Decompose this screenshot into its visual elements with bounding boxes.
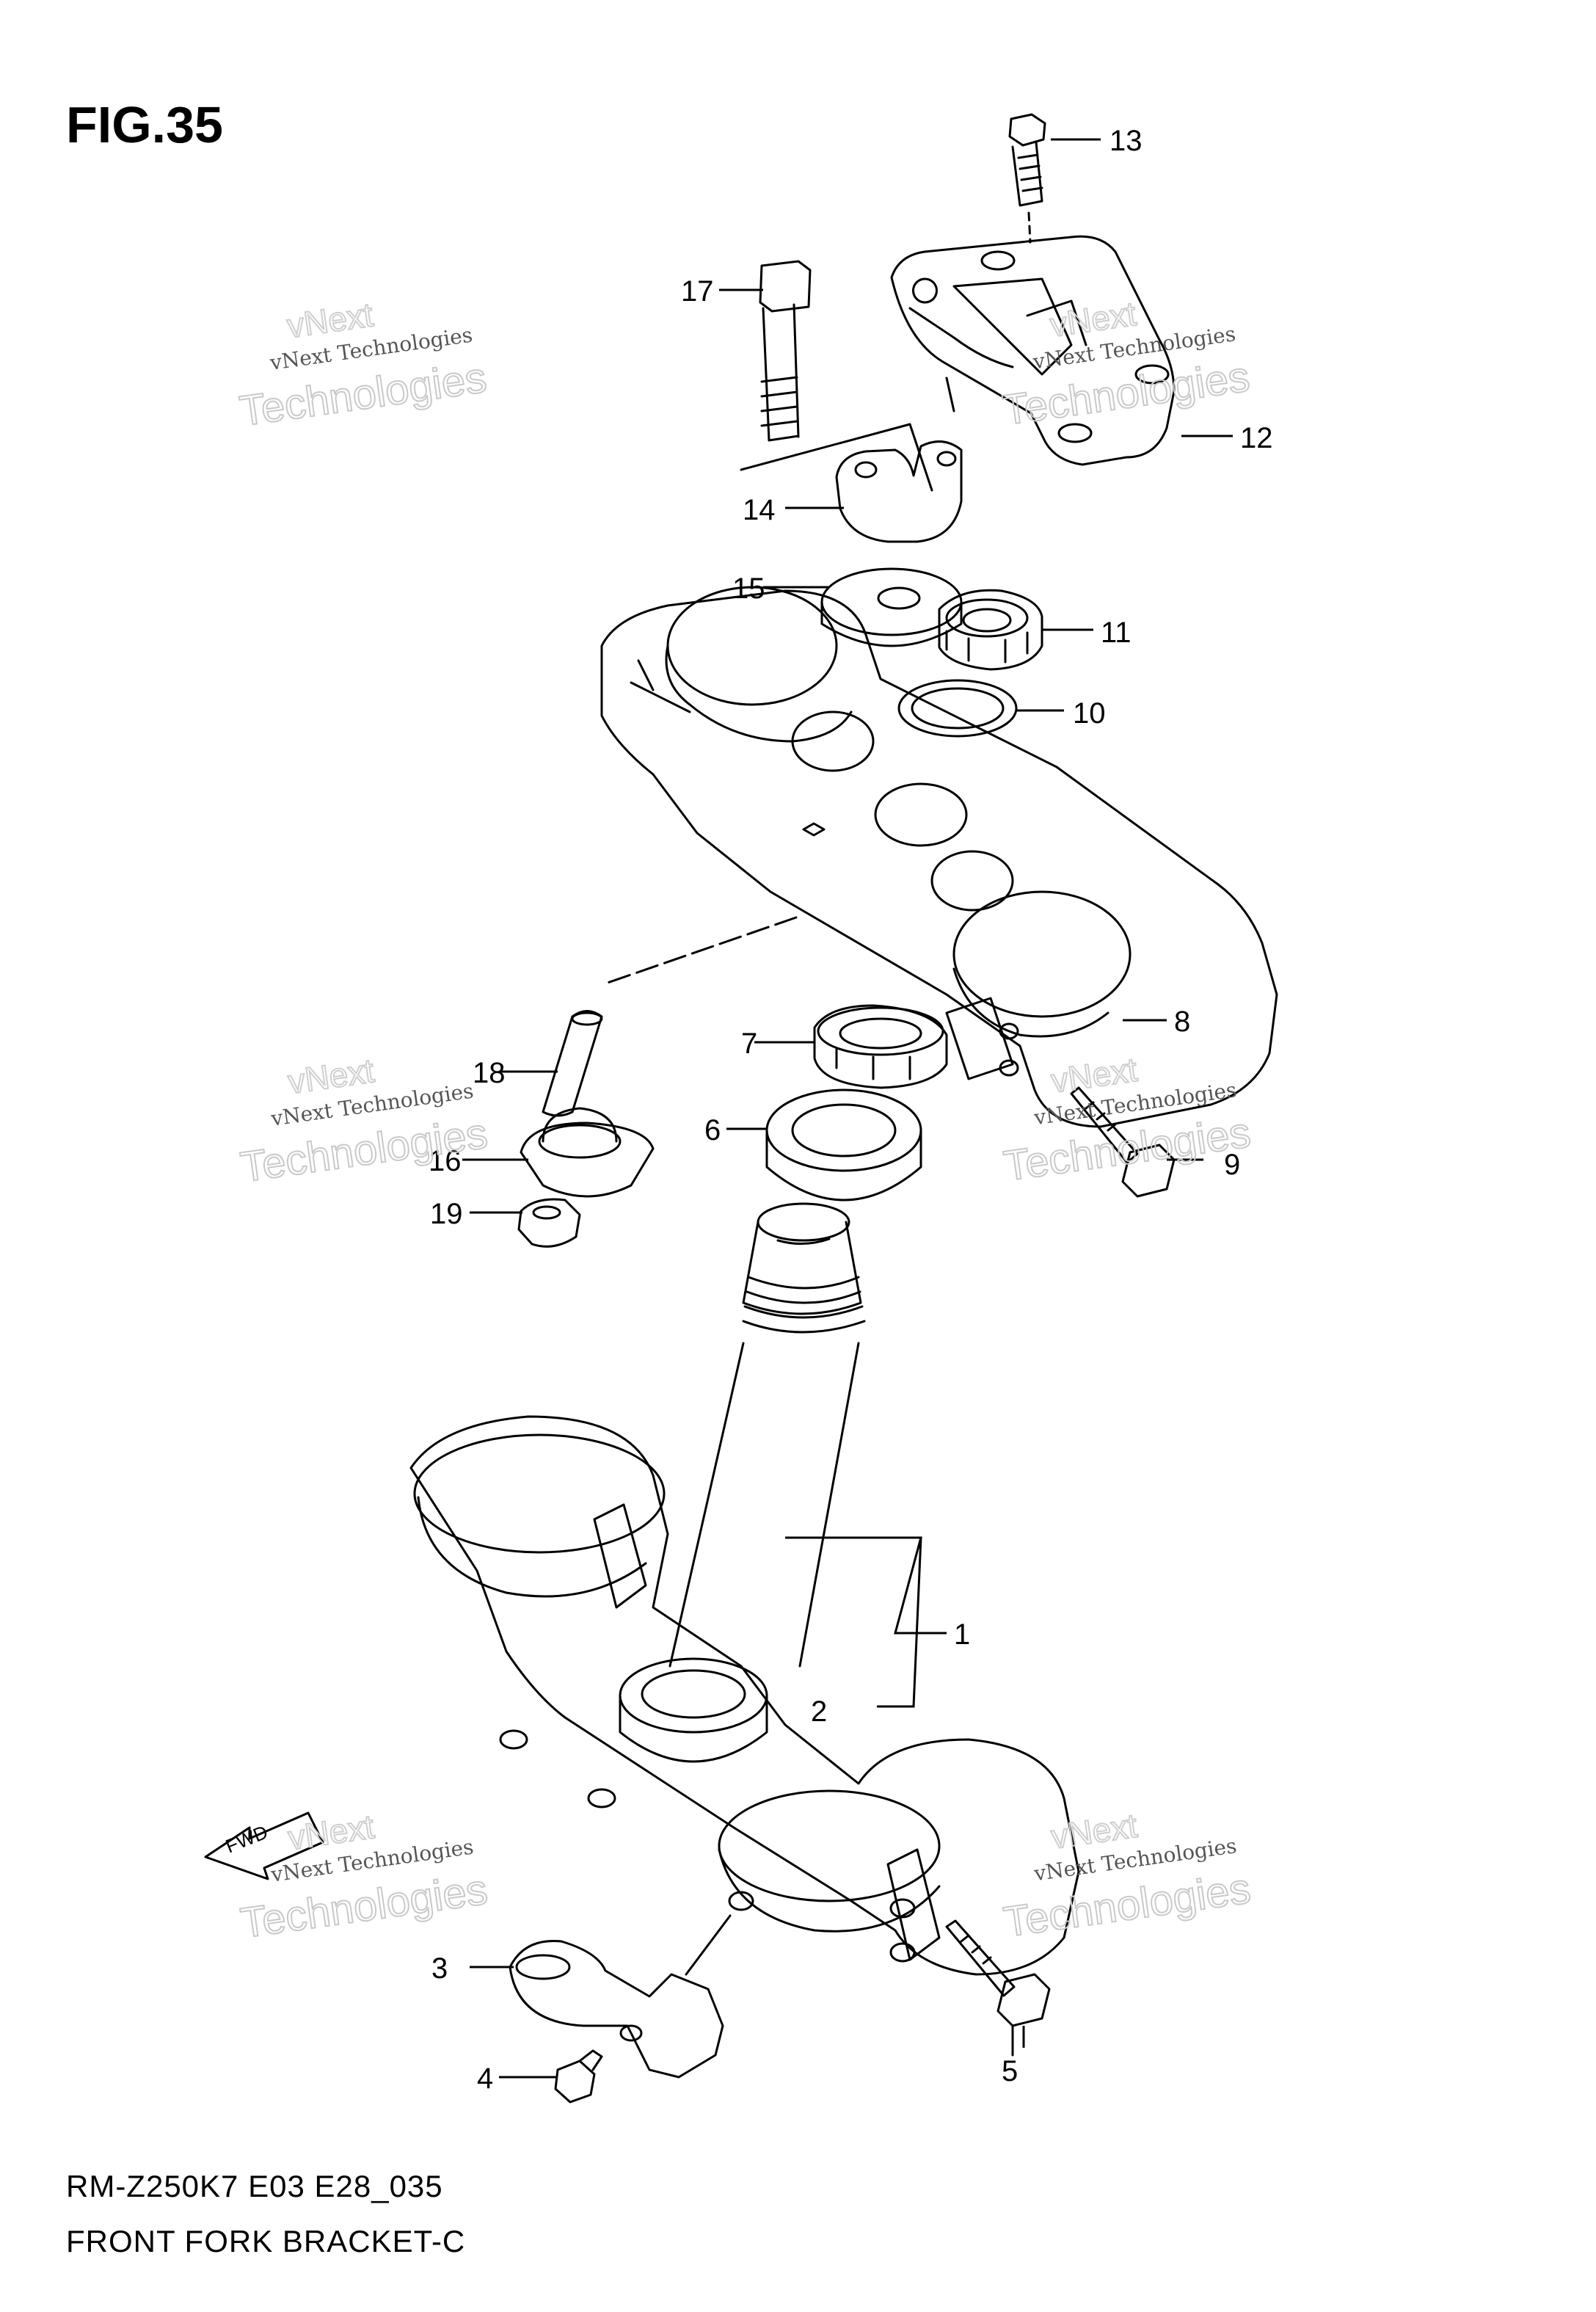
leader-lines bbox=[462, 138, 1233, 2079]
callout-17: 17 bbox=[681, 275, 714, 308]
part-1-steering-stem bbox=[668, 1202, 866, 1668]
figure-caption: FRONT FORK BRACKET-C bbox=[66, 2224, 466, 2258]
callout-8: 8 bbox=[1174, 1006, 1190, 1038]
part-17-bolt bbox=[740, 260, 933, 492]
callout-19: 19 bbox=[430, 1198, 463, 1230]
callout-7: 7 bbox=[741, 1028, 757, 1060]
callout-13: 13 bbox=[1109, 125, 1143, 157]
callout-12: 12 bbox=[1240, 422, 1273, 454]
callout-14: 14 bbox=[743, 494, 776, 526]
lower-fork-bracket bbox=[409, 1415, 1080, 1976]
part-6-bearing bbox=[765, 1088, 922, 1202]
part-7-lock-nut bbox=[813, 1004, 948, 1089]
callout-18: 18 bbox=[473, 1057, 506, 1089]
callout-11: 11 bbox=[1101, 617, 1132, 649]
callout-15: 15 bbox=[732, 572, 765, 605]
part-18-pin bbox=[542, 1010, 603, 1117]
callout-9: 9 bbox=[1224, 1149, 1240, 1181]
part-4-screw bbox=[554, 2049, 603, 2104]
part-19-nut bbox=[517, 1198, 581, 1248]
fwd-label: FWD bbox=[222, 1821, 271, 1858]
callouts: 1 2 3 4 5 6 7 8 9 10 11 12 13 14 15 16 1… bbox=[429, 125, 1273, 2095]
part-10-washer bbox=[897, 679, 1018, 738]
callout-1: 1 bbox=[954, 1618, 970, 1651]
part-13-bolt bbox=[1008, 113, 1046, 244]
part-3-cable-guide bbox=[509, 1939, 724, 2079]
part-11-steering-nut bbox=[938, 589, 1043, 671]
part-16-grommet bbox=[520, 1107, 655, 1198]
callout-5: 5 bbox=[1002, 2055, 1018, 2087]
figure-code: RM-Z250K7 E03 E28_035 bbox=[66, 2169, 443, 2203]
callout-6: 6 bbox=[704, 1114, 721, 1146]
callout-2: 2 bbox=[811, 1695, 827, 1728]
callout-3: 3 bbox=[431, 1952, 448, 1985]
part-12-handlebar-clamp bbox=[890, 235, 1176, 466]
part-14-handlebar-holder bbox=[835, 377, 963, 543]
callout-10: 10 bbox=[1073, 697, 1106, 730]
part-8-upper-fork-bracket bbox=[600, 586, 1278, 1128]
part-5-bolt bbox=[945, 1919, 1051, 2057]
figure-title: FIG.35 bbox=[66, 96, 223, 153]
callout-16: 16 bbox=[429, 1145, 462, 1177]
callout-4: 4 bbox=[477, 2062, 493, 2095]
watermarks: vNext vNext Technologies Technologies vN… bbox=[236, 294, 1255, 1948]
fwd-arrow-icon bbox=[204, 1811, 324, 1880]
part-9-bolt bbox=[1070, 1086, 1176, 1198]
part-2-bearing bbox=[619, 1657, 768, 1763]
